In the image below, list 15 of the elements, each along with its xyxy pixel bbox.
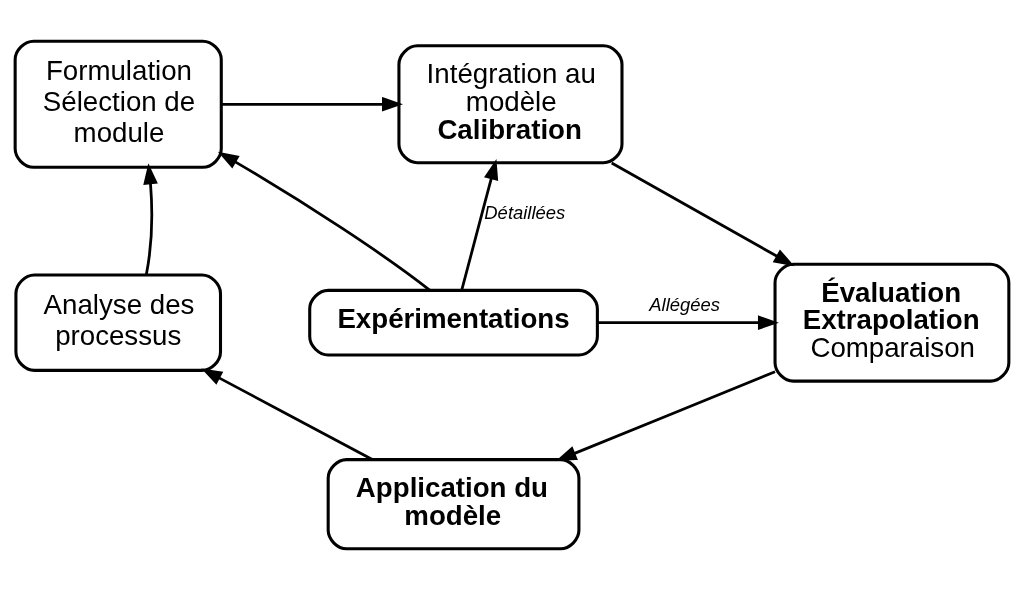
arrow (142, 162, 158, 275)
edge-label: Allégées (648, 293, 720, 315)
node-box: Intégration au modèle Calibration (396, 43, 623, 164)
node-box: Expérimentations (307, 288, 599, 357)
node-box: Analyse des processus (13, 272, 222, 372)
edge-label: Détaillées (483, 201, 565, 223)
arrow (200, 367, 373, 461)
arrow (597, 314, 779, 330)
arrow (221, 96, 403, 112)
arrow (217, 151, 430, 291)
arrow (459, 158, 498, 291)
node-box: Évaluation Extrapolation Comparaison (773, 262, 1010, 383)
node-box: Formulation Sélection de module (13, 39, 223, 169)
node-box: Application du modèle (326, 457, 580, 550)
arrow (610, 161, 795, 266)
